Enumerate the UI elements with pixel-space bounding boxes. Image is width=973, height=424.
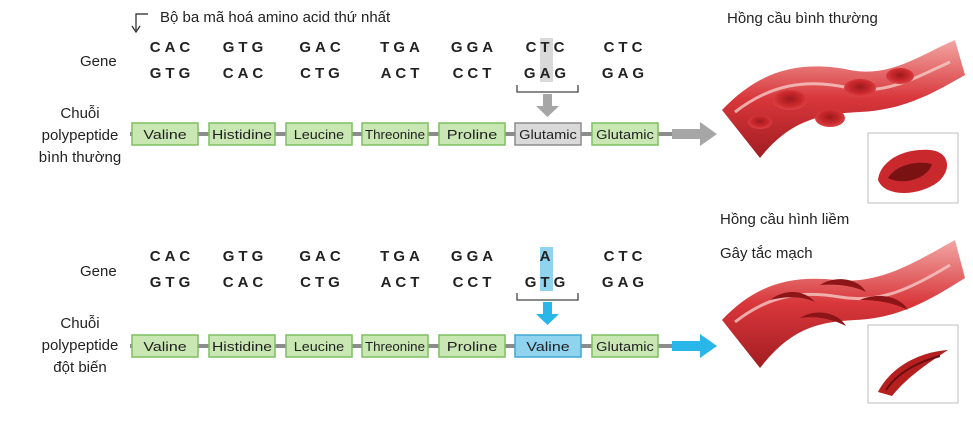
- mutant-right-arrow-icon: [672, 334, 717, 358]
- mutant-amino-label-3: Threonine: [365, 339, 425, 354]
- normal-vessel-illustration: [722, 40, 965, 204]
- normal-codon-top-5: CTC: [526, 39, 569, 56]
- mutant-codon-top-2: GAC: [299, 248, 344, 265]
- mutant-codon-top-0: CAC: [150, 248, 195, 265]
- mutant-amino-label-6: Glutamic: [596, 339, 654, 354]
- normal-codon-bottom-0: GTG: [150, 65, 195, 82]
- mutant-codon-top-4: GGA: [451, 248, 497, 265]
- mutant-codon-highlight: [540, 247, 553, 291]
- normal-codon-rows: CAC GTG GAC TGA GGA CTC CTC GTG CAC CTG ACT CCT GAG G…: [150, 39, 648, 82]
- normal-bracket: [516, 85, 579, 93]
- normal-amino-box-5: [514, 122, 582, 146]
- normal-down-arrow-icon: [536, 94, 559, 117]
- sickle-cell-closeup: [878, 350, 948, 396]
- mutant-amino-box-3: [361, 334, 429, 358]
- normal-codon-top-3: TGA: [380, 39, 424, 56]
- mutant-codon-top-5: A: [540, 248, 555, 265]
- normal-codon-top-6: CTC: [604, 39, 647, 56]
- mutant-codon-bottom-6: GAG: [602, 274, 648, 291]
- first-codon-note-text: Bộ ba mã hoá amino acid thứ nhất: [160, 9, 391, 26]
- mutant-codon-bottom-1: CAC: [223, 274, 268, 291]
- mutant-codon-bottom-3: ACT: [381, 274, 424, 291]
- normal-codon-top-1: GTG: [223, 39, 268, 56]
- normal-codon-bottom-1: CAC: [223, 65, 268, 82]
- normal-amino-label-5: Glutamic: [519, 127, 577, 142]
- mutant-amino-label-2: Leucine: [294, 339, 344, 354]
- normal-codon-top-0: CAC: [150, 39, 195, 56]
- mutant-codon-bottom-0: GTG: [150, 274, 195, 291]
- mutant-codon-top-1: GTG: [223, 248, 268, 265]
- normal-amino-box-4: [438, 122, 506, 146]
- normal-amino-label-0: Valine: [143, 127, 186, 142]
- normal-rbc-3: [844, 79, 876, 97]
- mutant-amino-box-4: [438, 334, 506, 358]
- mutant-amino-label-5: Valine: [526, 339, 569, 354]
- mutant-section: Gene CAC GTG GAC TGA GGA A CTC GTG CAC CTG ACT CCT G…: [42, 211, 965, 404]
- mutant-amino-box-6: [591, 334, 659, 358]
- normal-amino-box-6: [591, 122, 659, 146]
- mutant-down-arrow-icon: [536, 302, 559, 325]
- normal-codon-bottom-3: ACT: [381, 65, 424, 82]
- mutant-amino-acid-chain: Valine Histidine Leucine Threonine Proline Va…: [131, 334, 659, 358]
- normal-codon-bottom-4: CCT: [453, 65, 496, 82]
- normal-amino-acid-chain: Valine Histidine Leucine Threonine Proline Gl…: [131, 122, 659, 146]
- mutant-codon-top-6: CTC: [604, 248, 647, 265]
- sickle-cell-1: [770, 291, 815, 302]
- mutant-amino-box-1: [208, 334, 276, 358]
- chain-label-mutant-3: đột biến: [53, 359, 106, 376]
- normal-rbc-5: [748, 115, 772, 129]
- chain-label-mutant-1: Chuỗi: [60, 315, 99, 332]
- chain-label-normal-1: Chuỗi: [60, 105, 99, 122]
- note-arrow-icon: [135, 13, 148, 30]
- mutant-cell-label: Hồng cầu hình liềm: [720, 211, 849, 228]
- mutant-codon-bottom-4: CCT: [453, 274, 496, 291]
- mutant-codon-top-3: TGA: [380, 248, 424, 265]
- normal-codon-highlight: [540, 38, 553, 82]
- chain-label-normal-3: bình thường: [39, 149, 121, 166]
- mutant-amino-box-0: [131, 334, 199, 358]
- normal-codon-bottom-6: GAG: [602, 65, 648, 82]
- mutant-amino-box-5: [514, 334, 582, 358]
- mutant-effect-label: Gây tắc mạch: [720, 245, 813, 262]
- normal-codon-bottom-5: GAG: [524, 65, 570, 82]
- gene-label-normal: Gene: [80, 53, 117, 70]
- normal-amino-label-6: Glutamic: [596, 127, 654, 142]
- chain-label-mutant-2: polypeptide: [42, 337, 119, 354]
- chain-label-normal-2: polypeptide: [42, 127, 119, 144]
- normal-cell-label: Hồng cầu bình thường: [727, 10, 878, 27]
- mutant-amino-box-2: [285, 334, 353, 358]
- normal-rbc-2: [815, 109, 845, 127]
- normal-amino-box-3: [361, 122, 429, 146]
- normal-amino-box-1: [208, 122, 276, 146]
- mutant-amino-label-0: Valine: [143, 339, 186, 354]
- normal-right-arrow-icon: [672, 122, 717, 146]
- normal-amino-box-0: [131, 122, 199, 146]
- mutant-bracket: [516, 293, 579, 301]
- normal-amino-box-2: [285, 122, 353, 146]
- normal-codon-top-4: GGA: [451, 39, 497, 56]
- normal-amino-label-3: Threonine: [365, 127, 425, 142]
- gene-label-mutant: Gene: [80, 263, 117, 280]
- sickle-cell-3: [860, 295, 908, 310]
- normal-amino-label-1: Histidine: [212, 127, 272, 142]
- first-codon-note: Bộ ba mã hoá amino acid thứ nhất: [131, 9, 391, 34]
- normal-rbc-4: [886, 68, 914, 84]
- normal-rbc-1: [773, 90, 807, 110]
- sickle-cell-4: [800, 312, 846, 326]
- mutant-codon-rows: CAC GTG GAC TGA GGA A CTC GTG CAC CTG ACT CCT GTG GAG: [150, 248, 648, 291]
- normal-amino-label-4: Proline: [447, 127, 497, 142]
- mutant-amino-label-1: Histidine: [212, 339, 272, 354]
- normal-section: Gene CAC GTG GAC TGA GGA CTC CTC GTG CAC CTG ACT CC…: [39, 10, 965, 204]
- mutant-codon-bottom-2: CTG: [300, 274, 344, 291]
- normal-amino-label-2: Leucine: [294, 127, 344, 142]
- normal-codon-top-2: GAC: [299, 39, 344, 56]
- note-arrowhead-icon: [131, 25, 141, 34]
- normal-codon-bottom-2: CTG: [300, 65, 344, 82]
- sickle-cell-2: [820, 279, 866, 292]
- mutant-codon-bottom-5: GTG: [525, 274, 570, 291]
- sickle-vessel-illustration: [722, 240, 965, 404]
- mutant-amino-label-4: Proline: [447, 339, 497, 354]
